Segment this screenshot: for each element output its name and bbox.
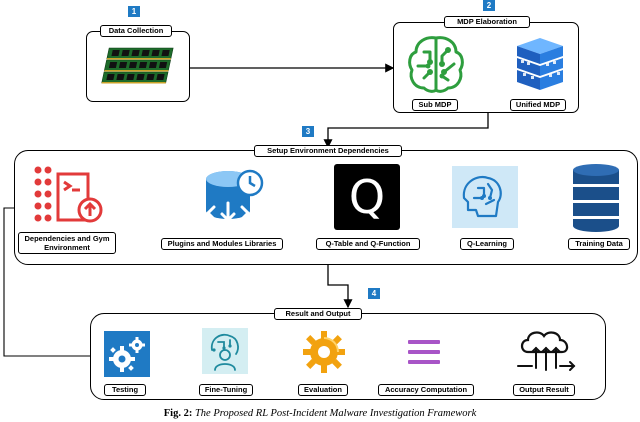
menu-lines-icon (408, 340, 440, 364)
stage-2-badge: 2 (483, 0, 495, 11)
arrow-setup-to-result (327, 265, 353, 309)
fine-tuning-label: Fine-Tuning (199, 384, 253, 396)
plugins-cloud-database-icon (205, 169, 264, 223)
arrow-deps-to-testing (3, 207, 100, 360)
q-app-icon: Q (334, 164, 400, 230)
stacked-layers-icon (517, 38, 563, 90)
training-data-label: Training Data (568, 238, 630, 250)
q-glyph: Q (348, 170, 386, 224)
ai-brain-head-icon (452, 166, 518, 228)
stage-3-badge: 3 (302, 126, 314, 137)
result-output-title: Result and Output (274, 308, 362, 320)
evaluation-label: Evaluation (298, 384, 348, 396)
caption-text: The Proposed RL Post-Incident Malware In… (194, 408, 477, 419)
brain-circuit-icon (408, 36, 464, 93)
setup-environment-title: Setup Environment Dependencies (254, 145, 402, 157)
cloud-output-icon (517, 331, 576, 371)
unified-mdp-label: Unified MDP (510, 99, 566, 111)
ram-memory-icon (101, 47, 174, 84)
mdp-elaboration-title: MDP Elaboration (444, 16, 530, 28)
stage-1-badge: 1 (128, 6, 140, 17)
gear-icon (303, 331, 345, 373)
testing-label: Testing (104, 384, 146, 396)
caption-prefix: Fig. 2: (163, 408, 193, 419)
stage-4-badge: 4 (368, 288, 380, 299)
output-result-label: Output Result (513, 384, 575, 396)
q-table-label: Q-Table and Q-Function (316, 238, 420, 250)
plugins-libraries-label: Plugins and Modules Libraries (161, 238, 283, 250)
sub-mdp-label: Sub MDP (412, 99, 458, 111)
data-collection-title: Data Collection (100, 25, 172, 37)
gym-dependencies-icon (34, 166, 103, 223)
database-icon (573, 164, 619, 232)
ai-person-icon (202, 328, 248, 374)
accuracy-computation-label: Accuracy Computation (378, 384, 474, 396)
gears-icon (104, 331, 150, 377)
q-learning-label: Q-Learning (460, 238, 514, 250)
figure-caption: Fig. 2: The Proposed RL Post-Incident Ma… (0, 408, 640, 419)
deps-gym-label: Dependencies and Gym Environment (18, 232, 116, 254)
arrow-mdp-to-setup (323, 113, 489, 149)
